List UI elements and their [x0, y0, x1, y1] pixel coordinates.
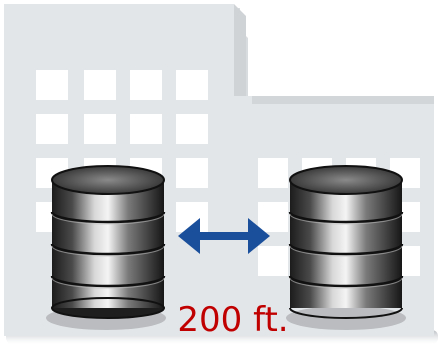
left-database-icon — [46, 165, 166, 330]
double-headed-arrow-icon — [178, 218, 270, 254]
right-database-icon — [286, 165, 406, 330]
distance-label: 200 ft. — [177, 300, 289, 340]
